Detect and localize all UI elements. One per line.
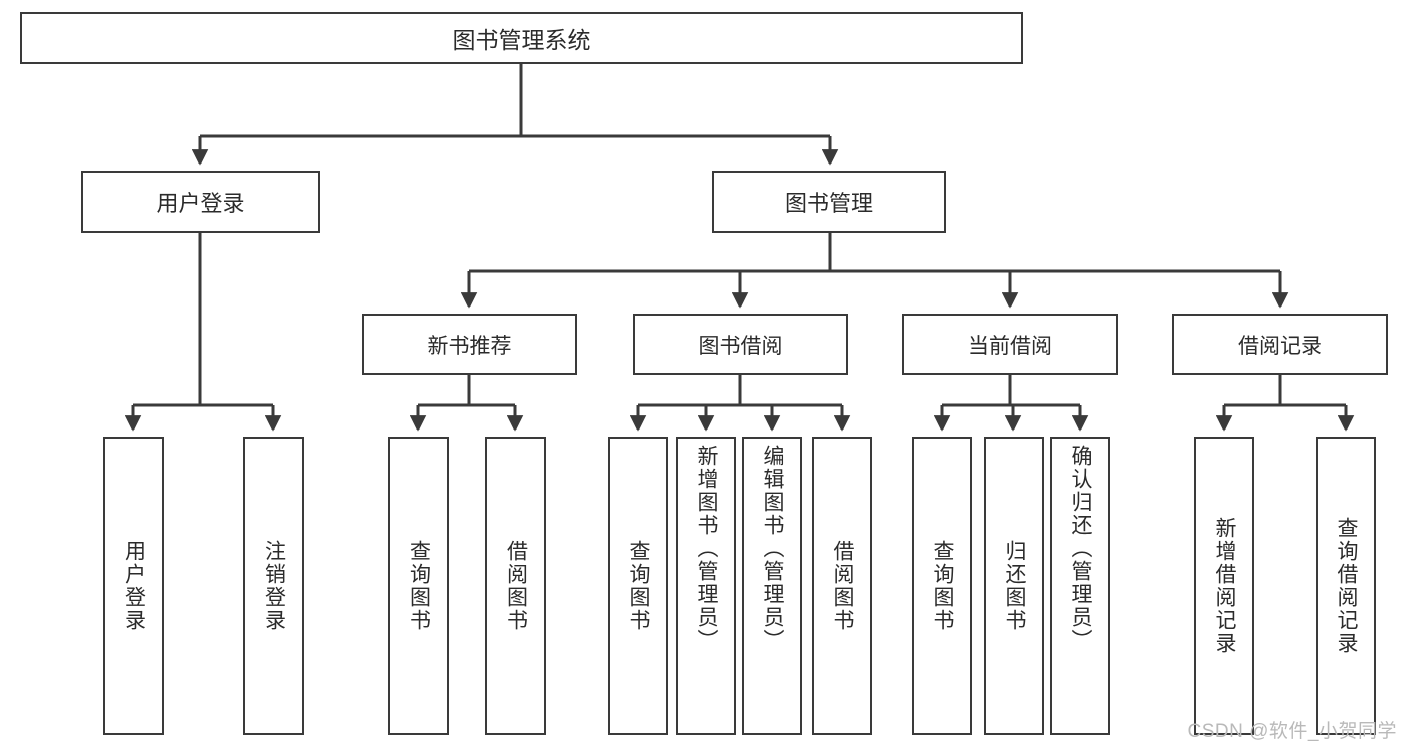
- node-leaf-return-book-label: 归还图书: [1003, 540, 1027, 632]
- node-leaf-query-book-1-label: 查询图书: [407, 540, 431, 632]
- csdn-watermark: CSDN @软件_小贺同学: [1187, 721, 1397, 742]
- node-leaf-query-book-2-label: 查询图书: [627, 540, 651, 632]
- node-borrow-record-label: 借阅记录: [1238, 334, 1322, 358]
- node-user-login[interactable]: 用户登录: [81, 171, 320, 233]
- node-leaf-add-book-label: 新增图书（管理员）: [695, 445, 719, 652]
- node-new-book-recommend[interactable]: 新书推荐: [362, 314, 577, 375]
- node-book-manage[interactable]: 图书管理: [712, 171, 946, 233]
- node-new-book-recommend-label: 新书推荐: [427, 334, 512, 358]
- node-leaf-return-book[interactable]: 归还图书: [984, 437, 1044, 735]
- node-leaf-borrow-book-2[interactable]: 借阅图书: [812, 437, 872, 735]
- node-current-borrow[interactable]: 当前借阅: [902, 314, 1118, 375]
- node-leaf-query-book-3[interactable]: 查询图书: [912, 437, 972, 735]
- node-leaf-confirm-return-label: 确认归还（管理员）: [1069, 445, 1093, 652]
- node-leaf-logout-login-label: 注销登录: [262, 540, 286, 632]
- node-book-manage-label: 图书管理: [784, 191, 873, 216]
- node-borrow-record[interactable]: 借阅记录: [1172, 314, 1388, 375]
- node-leaf-user-login-label: 用户登录: [122, 540, 146, 632]
- node-user-login-label: 用户登录: [156, 191, 245, 216]
- node-leaf-query-book-1[interactable]: 查询图书: [388, 437, 449, 735]
- node-leaf-borrow-book-1-label: 借阅图书: [504, 540, 528, 632]
- node-root-label: 图书管理系统: [452, 27, 591, 53]
- node-root[interactable]: 图书管理系统: [20, 12, 1023, 64]
- node-book-borrow-label: 图书借阅: [698, 334, 783, 358]
- node-leaf-borrow-book-2-label: 借阅图书: [831, 540, 855, 632]
- node-leaf-query-book-3-label: 查询图书: [931, 540, 955, 632]
- node-book-borrow[interactable]: 图书借阅: [633, 314, 848, 375]
- node-current-borrow-label: 当前借阅: [968, 334, 1052, 358]
- node-leaf-query-book-2[interactable]: 查询图书: [608, 437, 668, 735]
- node-leaf-edit-book-label: 编辑图书（管理员）: [761, 445, 785, 652]
- node-leaf-user-login[interactable]: 用户登录: [103, 437, 164, 735]
- node-leaf-edit-book[interactable]: 编辑图书（管理员）: [742, 437, 802, 735]
- node-leaf-confirm-return[interactable]: 确认归还（管理员）: [1050, 437, 1110, 735]
- node-leaf-add-book[interactable]: 新增图书（管理员）: [676, 437, 736, 735]
- node-leaf-add-record-label: 新增借阅记录: [1213, 517, 1237, 655]
- node-leaf-add-record[interactable]: 新增借阅记录: [1194, 437, 1254, 735]
- node-leaf-query-record[interactable]: 查询借阅记录: [1316, 437, 1376, 735]
- node-leaf-query-record-label: 查询借阅记录: [1335, 517, 1359, 655]
- node-leaf-logout-login[interactable]: 注销登录: [243, 437, 304, 735]
- node-leaf-borrow-book-1[interactable]: 借阅图书: [485, 437, 546, 735]
